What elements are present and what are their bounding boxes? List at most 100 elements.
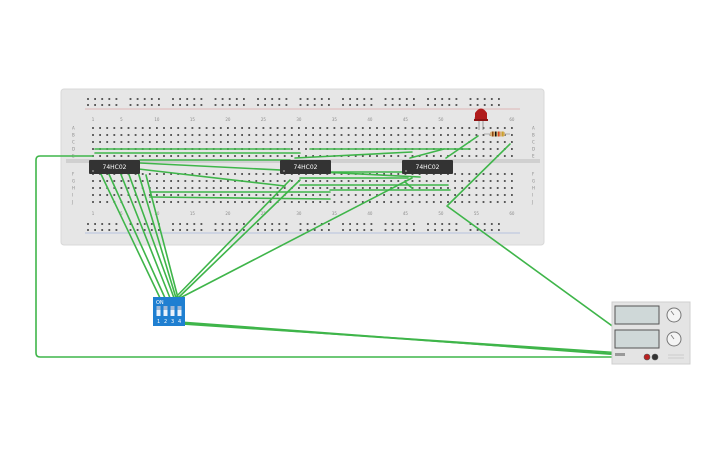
breadboard-hole[interactable] bbox=[198, 134, 201, 136]
breadboard-hole[interactable] bbox=[496, 173, 499, 175]
breadboard-hole[interactable] bbox=[312, 201, 314, 203]
breadboard-hole[interactable] bbox=[108, 223, 111, 225]
breadboard-hole[interactable] bbox=[143, 104, 146, 106]
breadboard-hole[interactable] bbox=[383, 187, 385, 189]
breadboard-hole[interactable] bbox=[106, 134, 109, 136]
breadboard-hole[interactable] bbox=[440, 180, 442, 182]
breadboard-hole[interactable] bbox=[205, 194, 208, 196]
breadboard-hole[interactable] bbox=[278, 98, 281, 100]
breadboard-hole[interactable] bbox=[106, 201, 109, 203]
wire-h-7[interactable] bbox=[149, 196, 331, 200]
breadboard-hole[interactable] bbox=[134, 155, 137, 157]
wire-dip-chip2-a[interactable] bbox=[174, 179, 291, 299]
breadboard-hole[interactable] bbox=[170, 155, 172, 157]
breadboard-hole[interactable] bbox=[283, 187, 286, 189]
breadboard-hole[interactable] bbox=[219, 194, 222, 196]
breadboard-hole[interactable] bbox=[447, 134, 449, 136]
breadboard-hole[interactable] bbox=[448, 223, 451, 225]
breadboard-hole[interactable] bbox=[179, 229, 181, 231]
breadboard-hole[interactable] bbox=[413, 98, 415, 100]
breadboard-hole[interactable] bbox=[326, 194, 329, 196]
breadboard-hole[interactable] bbox=[248, 187, 251, 189]
breadboard-hole[interactable] bbox=[489, 127, 492, 129]
breadboard-hole[interactable] bbox=[397, 134, 400, 136]
breadboard-hole[interactable] bbox=[440, 201, 442, 203]
breadboard-hole[interactable] bbox=[306, 229, 309, 231]
breadboard-hole[interactable] bbox=[92, 127, 94, 129]
breadboard-hole[interactable] bbox=[342, 104, 344, 106]
breadboard-hole[interactable] bbox=[241, 187, 243, 189]
breadboard-hole[interactable] bbox=[461, 155, 464, 157]
breadboard-hole[interactable] bbox=[447, 127, 449, 129]
breadboard-hole[interactable] bbox=[347, 127, 350, 129]
breadboard-hole[interactable] bbox=[490, 98, 493, 100]
breadboard-hole[interactable] bbox=[305, 127, 307, 129]
breadboard-hole[interactable] bbox=[503, 201, 506, 203]
breadboard-hole[interactable] bbox=[361, 187, 364, 189]
breadboard-hole[interactable] bbox=[342, 223, 344, 225]
breadboard-hole[interactable] bbox=[434, 223, 436, 225]
breadboard-hole[interactable] bbox=[489, 187, 492, 189]
breadboard-hole[interactable] bbox=[200, 104, 203, 106]
breadboard-hole[interactable] bbox=[447, 141, 449, 143]
breadboard-hole[interactable] bbox=[298, 134, 300, 136]
breadboard-hole[interactable] bbox=[384, 229, 387, 231]
breadboard-hole[interactable] bbox=[454, 194, 456, 196]
breadboard-hole[interactable] bbox=[468, 127, 471, 129]
breadboard-hole[interactable] bbox=[262, 180, 265, 182]
breadboard-hole[interactable] bbox=[94, 229, 96, 231]
power-switch[interactable] bbox=[615, 353, 625, 356]
breadboard-hole[interactable] bbox=[234, 180, 236, 182]
breadboard-hole[interactable] bbox=[425, 201, 428, 203]
breadboard-hole[interactable] bbox=[99, 194, 101, 196]
breadboard-hole[interactable] bbox=[99, 180, 101, 182]
breadboard-hole[interactable] bbox=[326, 141, 329, 143]
breadboard-hole[interactable] bbox=[404, 141, 407, 143]
breadboard-hole[interactable] bbox=[418, 134, 421, 136]
breadboard-hole[interactable] bbox=[221, 104, 224, 106]
breadboard-hole[interactable] bbox=[255, 134, 258, 136]
breadboard-hole[interactable] bbox=[489, 155, 492, 157]
breadboard-hole[interactable] bbox=[363, 104, 366, 106]
breadboard-hole[interactable] bbox=[320, 98, 323, 100]
breadboard-hole[interactable] bbox=[212, 141, 215, 143]
breadboard-hole[interactable] bbox=[156, 201, 158, 203]
breadboard-hole[interactable] bbox=[136, 229, 139, 231]
breadboard-hole[interactable] bbox=[134, 141, 137, 143]
breadboard-hole[interactable] bbox=[370, 223, 373, 225]
breadboard-hole[interactable] bbox=[475, 134, 478, 136]
breadboard-hole[interactable] bbox=[227, 173, 229, 175]
breadboard-hole[interactable] bbox=[454, 155, 456, 157]
breadboard-hole[interactable] bbox=[347, 141, 350, 143]
breadboard-hole[interactable] bbox=[340, 194, 343, 196]
breadboard-hole[interactable] bbox=[141, 194, 144, 196]
breadboard-hole[interactable] bbox=[172, 104, 174, 106]
breadboard-hole[interactable] bbox=[262, 173, 265, 175]
breadboard-hole[interactable] bbox=[498, 229, 500, 231]
breadboard-hole[interactable] bbox=[312, 127, 314, 129]
breadboard-hole[interactable] bbox=[227, 187, 229, 189]
breadboard-hole[interactable] bbox=[347, 201, 350, 203]
breadboard-hole[interactable] bbox=[312, 194, 314, 196]
breadboard-hole[interactable] bbox=[468, 134, 471, 136]
breadboard-hole[interactable] bbox=[141, 127, 144, 129]
wire-dip-power-3[interactable] bbox=[177, 322, 645, 357]
breadboard-hole[interactable] bbox=[313, 98, 316, 100]
breadboard-hole[interactable] bbox=[369, 187, 371, 189]
breadboard-hole[interactable] bbox=[298, 187, 300, 189]
breadboard-hole[interactable] bbox=[305, 201, 307, 203]
red-led-icon[interactable] bbox=[474, 108, 488, 131]
breadboard-hole[interactable] bbox=[163, 187, 165, 189]
breadboard-hole[interactable] bbox=[177, 194, 180, 196]
breadboard-hole[interactable] bbox=[475, 187, 478, 189]
breadboard-hole[interactable] bbox=[468, 201, 471, 203]
breadboard-hole[interactable] bbox=[496, 180, 499, 182]
breadboard-hole[interactable] bbox=[333, 127, 336, 129]
breadboard-hole[interactable] bbox=[248, 155, 251, 157]
breadboard-hole[interactable] bbox=[276, 141, 279, 143]
breadboard-hole[interactable] bbox=[413, 229, 415, 231]
breadboard-hole[interactable] bbox=[219, 127, 222, 129]
breadboard-hole[interactable] bbox=[391, 98, 394, 100]
breadboard-hole[interactable] bbox=[475, 180, 478, 182]
breadboard-hole[interactable] bbox=[390, 180, 393, 182]
